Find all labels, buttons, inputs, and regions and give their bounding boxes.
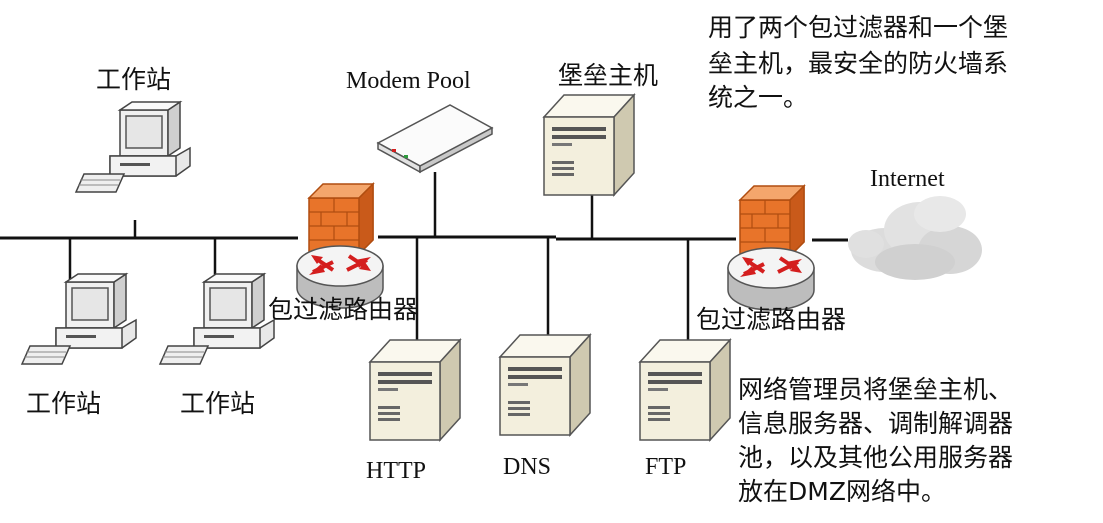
workstation-bottom-mid-icon (159, 273, 275, 365)
ftp-server-icon (639, 339, 731, 441)
label-dns: DNS (503, 454, 551, 480)
label-workstation-top: 工作站 (96, 65, 171, 94)
workstation-top-icon (75, 101, 191, 193)
packet-filter-router-left-icon (295, 182, 385, 310)
note-top-line-3: 统之一。 (708, 83, 808, 112)
dns-server-icon (499, 334, 591, 436)
network-wires (0, 172, 848, 345)
http-server-icon (369, 339, 461, 441)
label-workstation-bottom-mid: 工作站 (180, 389, 255, 418)
label-modem-pool: Modem Pool (346, 68, 471, 94)
note-top: 用了两个包过滤器和一个堡 垒主机，最安全的防火墙系 统之一。 (708, 13, 1008, 112)
packet-filter-router-right-icon (726, 184, 816, 312)
workstation-bottom-left-icon (21, 273, 137, 365)
note-bottom-line-3: 池，以及其他公用服务器 (738, 443, 1013, 472)
label-internet: Internet (870, 166, 945, 192)
label-http: HTTP (366, 458, 426, 484)
note-bottom: 网络管理员将堡垒主机、 信息服务器、调制解调器 池，以及其他公用服务器 放在DM… (738, 375, 1013, 506)
note-bottom-line-1: 网络管理员将堡垒主机、 (738, 375, 1013, 404)
label-ftp: FTP (645, 454, 686, 480)
label-router-left: 包过滤路由器 (268, 295, 418, 324)
note-bottom-line-2: 信息服务器、调制解调器 (738, 409, 1013, 438)
note-top-line-2: 垒主机，最安全的防火墙系 (708, 49, 1008, 78)
internet-cloud-icon (848, 196, 982, 280)
note-bottom-line-4: 放在DMZ网络中。 (738, 477, 946, 506)
label-workstation-bottom-left: 工作站 (26, 389, 101, 418)
label-bastion-host: 堡垒主机 (558, 61, 658, 90)
modem-pool-icon (376, 104, 494, 174)
bastion-host-server-icon (543, 94, 635, 196)
label-router-right: 包过滤路由器 (696, 305, 846, 334)
note-top-line-1: 用了两个包过滤器和一个堡 (708, 13, 1008, 42)
